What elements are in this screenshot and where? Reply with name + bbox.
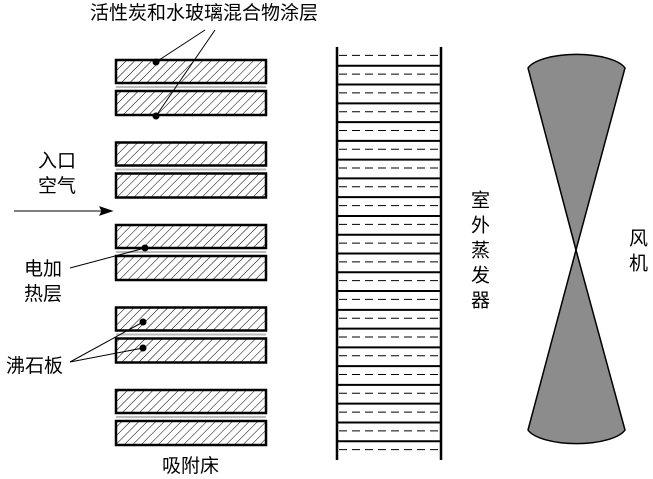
zeolite-plate: [114, 223, 268, 250]
evaporator-label: 室外蒸发器: [468, 190, 490, 315]
coating-label: 活性炭和水玻璃混合物涂层: [90, 2, 319, 24]
inlet-air-label-2: 空气: [38, 175, 77, 197]
zeolite-plate: [114, 172, 268, 199]
adsorption-bed: [114, 306, 268, 364]
adsorption-bed: [114, 141, 268, 199]
adsorption-bed: [114, 58, 268, 117]
adsorption-bed: [114, 388, 268, 447]
fan-label: 风机: [626, 228, 648, 278]
zeolite-plate: [114, 58, 268, 85]
heater-label-2: 热层: [24, 283, 63, 305]
adsorption-bed: [114, 223, 268, 282]
adsorption-beds: [114, 58, 268, 447]
heater-label-1: 电加: [24, 258, 63, 280]
zeolite-plate: [114, 419, 268, 447]
zeolite-plate: [114, 388, 268, 415]
leader-lines: [14, 29, 216, 363]
bed-label: 吸附床: [162, 455, 220, 477]
zeolite-plate: [114, 306, 268, 332]
outdoor-evaporator: [335, 47, 443, 460]
inlet-air-label-1: 入口: [38, 150, 77, 172]
zeolite-plate: [114, 89, 268, 117]
zeolite-plate: [114, 141, 268, 167]
zeolite-plate: [114, 254, 268, 282]
zeolite-plate: [114, 337, 268, 364]
zeolite-label: 沸石板: [6, 355, 64, 377]
fan-shape: [527, 53, 626, 445]
